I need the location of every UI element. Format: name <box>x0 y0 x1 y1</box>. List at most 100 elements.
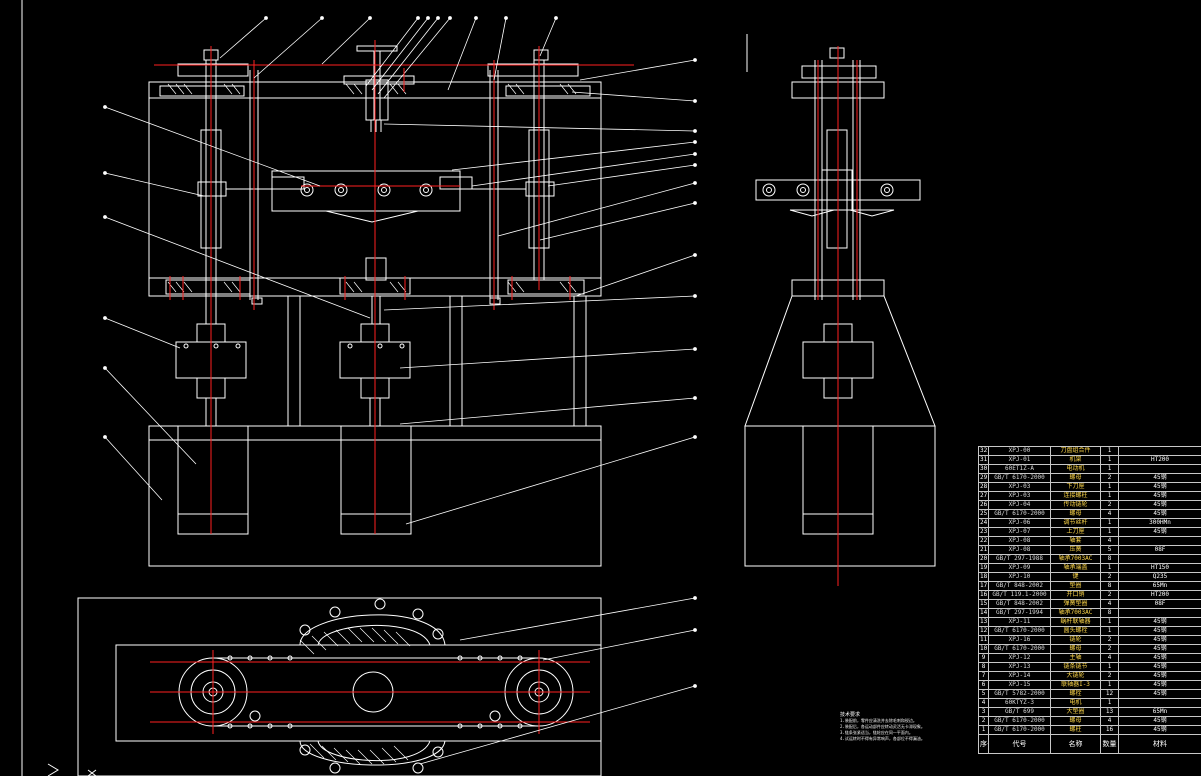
bom-name: 轴承7003AC <box>1050 608 1101 618</box>
notes-line: 2.装配后，各运动部件应转动灵活无卡滞现象。 <box>840 724 925 729</box>
center-motor <box>340 425 412 535</box>
bom-material: 08F <box>1118 599 1201 609</box>
bom-qty: 12 <box>1100 689 1119 699</box>
bom-code: GB/T 6170-2000 <box>988 473 1051 483</box>
technical-notes: 技术要求 1.装配前，零件应清洗并去除毛刺和锐边。 2.装配后，各运动部件应转动… <box>840 712 970 742</box>
bom-qty: 2 <box>1100 572 1119 582</box>
bom-material: 300HMn <box>1118 518 1201 528</box>
bom-name: 电机 <box>1050 698 1101 708</box>
bom-code: XPJ-08 <box>988 545 1051 555</box>
bom-name: 开口销 <box>1050 590 1101 600</box>
bom-name: 螺栓 <box>1050 689 1101 699</box>
side-view <box>744 34 936 567</box>
bom-name: 螺柱 <box>1050 725 1101 735</box>
notes-title: 技术要求 <box>840 712 861 718</box>
bom-name: 螺母 <box>1050 509 1101 519</box>
bom-no: 13 <box>978 617 989 627</box>
bom-material: 45钢 <box>1118 617 1201 627</box>
bom-material: 45钢 <box>1118 644 1201 654</box>
bom-no: 28 <box>978 482 989 492</box>
bom-material: 45钢 <box>1118 653 1201 663</box>
left-motor <box>177 425 249 535</box>
bom-code: GB/T 848-2002 <box>988 581 1051 591</box>
bom-material: 45钢 <box>1118 500 1201 510</box>
bom-no: 6 <box>978 680 989 690</box>
bom-material: 45钢 <box>1118 626 1201 636</box>
bom-code: 60ET1Z-A <box>988 464 1051 474</box>
bom-qty: 1 <box>1100 518 1119 528</box>
bom-name: 联轴器I-3 <box>1050 680 1101 690</box>
bom-name: 机架 <box>1050 455 1101 465</box>
bom-no: 18 <box>978 572 989 582</box>
bom-code: GB/T 6170-2000 <box>988 716 1051 726</box>
bom-code: XPJ-04 <box>988 500 1051 510</box>
notes-line: 4.试运转时不得有异常响声，各部位不得漏油。 <box>840 736 925 741</box>
bom-material: 45钢 <box>1118 635 1201 645</box>
centerlines <box>150 40 858 734</box>
bom-no: 20 <box>978 554 989 564</box>
bom-qty: 2 <box>1100 671 1119 681</box>
bom-qty: 1 <box>1100 680 1119 690</box>
bom-material: HT200 <box>1118 455 1201 465</box>
bom-no: 24 <box>978 518 989 528</box>
bom-name: 链轮 <box>1050 635 1101 645</box>
bom-qty: 1 <box>1100 626 1119 636</box>
bom-no: 10 <box>978 644 989 654</box>
bom-material <box>1118 608 1201 618</box>
bom-material: 08F <box>1118 545 1201 555</box>
bom-name: 轴承端盖 <box>1050 563 1101 573</box>
bom-header-name: 名称 <box>1050 734 1101 754</box>
bom-no: 5 <box>978 689 989 699</box>
bom-no: 19 <box>978 563 989 573</box>
bom-qty: 1 <box>1100 698 1119 708</box>
bom-code: XPJ-08 <box>988 536 1051 546</box>
bom-code: GB/T 119.1-2000 <box>988 590 1051 600</box>
bom-code: XPJ-11 <box>988 617 1051 627</box>
bom-code: GB/T 297-1988 <box>988 554 1051 564</box>
bom-material: 45钢 <box>1118 473 1201 483</box>
bom-code: XPJ-03 <box>988 482 1051 492</box>
bom-qty: 1 <box>1100 482 1119 492</box>
bom-qty: 2 <box>1100 590 1119 600</box>
bom-qty: 8 <box>1100 581 1119 591</box>
bom-no: 32 <box>978 446 989 456</box>
bom-qty: 4 <box>1100 536 1119 546</box>
bom-no: 21 <box>978 545 989 555</box>
bom-header-no: 序号 <box>978 734 989 754</box>
bom-material: 45钢 <box>1118 482 1201 492</box>
bom-material: HT200 <box>1118 590 1201 600</box>
bom-material <box>1118 536 1201 546</box>
bom-qty: 13 <box>1100 707 1119 717</box>
bom-no: 4 <box>978 698 989 708</box>
bom-name: 下刀座 <box>1050 482 1101 492</box>
bom-no: 23 <box>978 527 989 537</box>
bom-name: 链条链节 <box>1050 662 1101 672</box>
leader-lines <box>103 16 697 765</box>
notes-line: 3.链条张紧适当，链轮应在同一平面内。 <box>840 730 913 735</box>
bom-code: XPJ-15 <box>988 680 1051 690</box>
bom-material <box>1118 554 1201 564</box>
bom-name: 调节丝杆 <box>1050 518 1101 528</box>
bom-code: XPJ-01 <box>988 455 1051 465</box>
bom-qty: 8 <box>1100 608 1119 618</box>
bom-qty: 1 <box>1100 491 1119 501</box>
carriage-bolts <box>183 183 433 349</box>
